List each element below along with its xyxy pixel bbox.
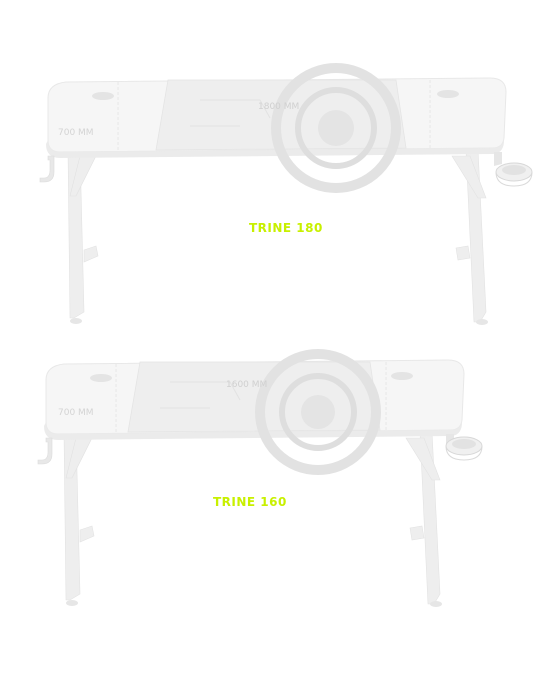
desk-160-dimension-lines xyxy=(115,362,387,434)
desk-160-frame xyxy=(63,431,441,605)
cable-grommet-icon xyxy=(90,374,112,382)
desk-160-depth-label: 700 MM xyxy=(58,408,94,418)
desk-180-width-label: 1800 MM xyxy=(258,102,300,112)
model-label-trine-160: TRINE 160 xyxy=(213,495,287,509)
cup-holder-icon xyxy=(445,434,483,461)
desk-160-mousepad xyxy=(127,349,381,475)
model-label-trine-180: TRINE 180 xyxy=(249,221,323,235)
cable-grommet-icon xyxy=(437,90,459,98)
headphone-hook-icon xyxy=(37,437,53,465)
desk-180-foot-right xyxy=(476,319,488,325)
desk-160-foot-right xyxy=(430,601,442,607)
desk-180-depth-label: 700 MM xyxy=(58,128,94,138)
desk-180-dimension-lines xyxy=(117,80,431,152)
desk-160-foot-left xyxy=(66,600,78,606)
cup-holder-icon xyxy=(494,152,533,187)
cable-grommet-icon xyxy=(92,92,114,100)
headphone-hook-icon xyxy=(39,155,55,183)
desk-180-mousepad xyxy=(155,63,407,193)
desk-160-width-label: 1600 MM xyxy=(226,380,268,390)
desk-180-foot-left xyxy=(70,318,82,324)
desk-180-frame xyxy=(67,149,487,323)
cable-grommet-icon xyxy=(391,372,413,380)
